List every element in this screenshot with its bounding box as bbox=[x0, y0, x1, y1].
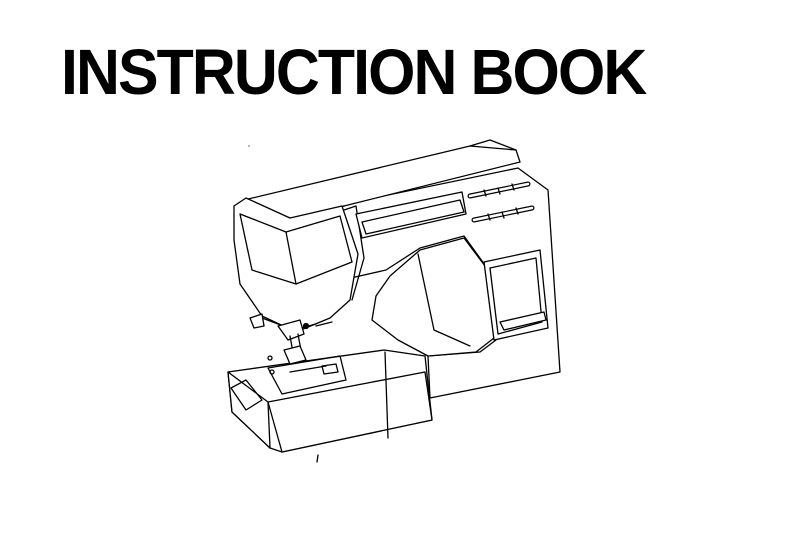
page-title: INSTRUCTION BOOK bbox=[61, 36, 647, 108]
needle-assembly bbox=[249, 313, 339, 375]
needle-plate bbox=[267, 355, 347, 395]
display-panel bbox=[355, 191, 467, 239]
speck bbox=[248, 145, 250, 147]
button-rows bbox=[467, 181, 535, 223]
sewing-machine-drawing bbox=[227, 139, 561, 463]
machine-base bbox=[227, 349, 433, 463]
side-panel bbox=[483, 249, 549, 341]
machine-head bbox=[233, 197, 365, 333]
sewing-machine-illustration bbox=[220, 130, 570, 470]
